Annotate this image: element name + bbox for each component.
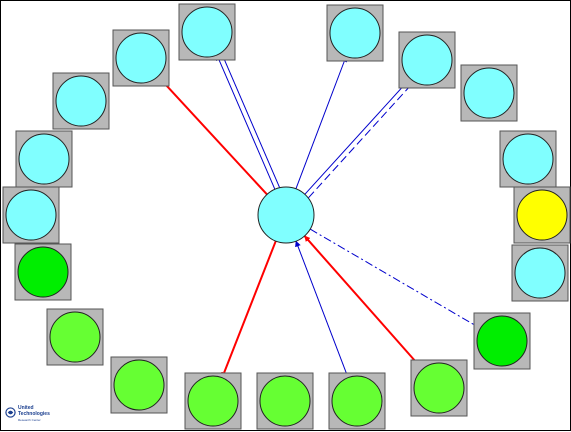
node-circle xyxy=(181,6,233,58)
edge-hub-to-n3 xyxy=(157,75,268,196)
edge-hub-to-n4 xyxy=(304,78,411,195)
nodes-layer xyxy=(2,3,571,430)
node-n1 xyxy=(178,3,236,61)
node-n4 xyxy=(398,31,456,89)
edge-hub-to-n1 xyxy=(216,54,276,190)
edge-n15-to-hub xyxy=(295,240,349,378)
edge-hub-to-n12 xyxy=(309,228,481,329)
node-n16 xyxy=(410,359,468,417)
node-circle xyxy=(115,32,167,84)
node-n14 xyxy=(110,356,168,414)
edge-hub-to-n4 xyxy=(308,81,415,198)
node-circle xyxy=(18,133,70,185)
node-circle xyxy=(514,247,566,299)
node-circle xyxy=(5,189,57,241)
node-n7 xyxy=(15,130,73,188)
node-n10 xyxy=(513,186,571,244)
node-circle xyxy=(401,34,453,86)
edge-n16-to-hub xyxy=(303,235,424,370)
logo-mark-icon xyxy=(5,407,16,418)
edge-hub-to-n17 xyxy=(221,240,277,379)
node-n18 xyxy=(256,372,314,430)
node-circle xyxy=(49,311,101,363)
logo-text-line2: Technologies xyxy=(18,411,50,417)
node-n8 xyxy=(499,130,557,188)
node-n11 xyxy=(511,244,569,302)
node-circle xyxy=(113,359,165,411)
node-n17 xyxy=(184,372,242,430)
node-n12 xyxy=(473,312,531,370)
edges-layer xyxy=(157,52,481,379)
node-n9 xyxy=(2,186,60,244)
node-circle xyxy=(331,375,383,427)
node-circle xyxy=(187,375,239,427)
hub-node xyxy=(257,186,315,244)
node-circle xyxy=(476,315,528,367)
node-n2 xyxy=(326,4,384,62)
node-circle xyxy=(516,189,568,241)
node-circle xyxy=(17,246,69,298)
node-circle xyxy=(329,7,381,59)
node-n3 xyxy=(112,29,170,87)
logo-text-line1: United xyxy=(18,405,34,411)
node-circle xyxy=(502,133,554,185)
node-n6 xyxy=(460,64,518,122)
node-circle xyxy=(413,362,465,414)
node-n20 xyxy=(46,308,104,366)
node-n19 xyxy=(14,243,72,301)
edge-hub-to-n2 xyxy=(295,55,348,189)
node-n5 xyxy=(52,72,110,130)
node-circle xyxy=(259,375,311,427)
edge-hub-to-n1 xyxy=(220,52,280,188)
node-circle xyxy=(463,67,515,119)
logo: United Technologies Research Center xyxy=(5,405,65,427)
hub-layer xyxy=(257,186,315,244)
node-n15 xyxy=(328,372,386,430)
node-circle xyxy=(55,75,107,127)
logo-text-line3: Research Center xyxy=(18,418,41,422)
